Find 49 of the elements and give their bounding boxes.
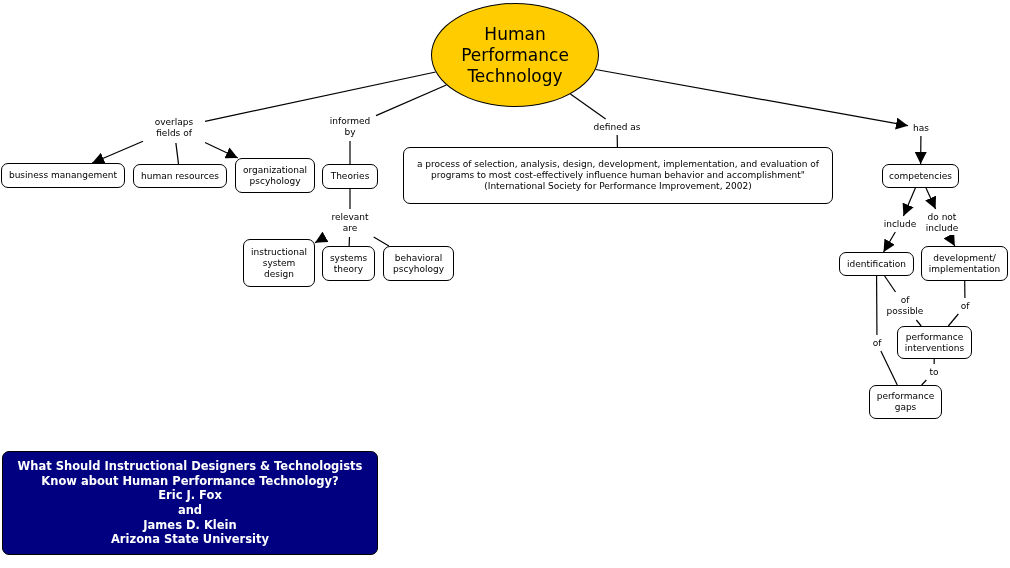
arrow	[204, 142, 239, 159]
connector-line	[921, 379, 927, 386]
concept-box: systems theory	[322, 246, 375, 281]
concept-box: competencies	[882, 164, 959, 188]
link-phrase: include	[882, 218, 918, 230]
connector-line	[915, 319, 922, 327]
connector-line	[349, 188, 351, 210]
connector-line	[947, 313, 959, 327]
definition-box: a process of selection, analysis, design, development, implementation, and evaluation of programs to most cost-effectively influence human behavior and accomplishment" (International Society for Performance Improvement, 2002)	[403, 147, 833, 204]
link-phrase: to	[928, 366, 940, 378]
title-line: James D. Klein	[143, 517, 237, 533]
connector-line	[880, 350, 898, 386]
arrow	[925, 187, 937, 210]
connector-line	[204, 71, 437, 122]
arrow	[595, 68, 909, 130]
connector-line	[933, 358, 935, 365]
connector-line	[569, 93, 607, 120]
arrow	[91, 140, 144, 164]
connector-line	[375, 84, 447, 117]
arrow	[882, 231, 896, 253]
connector-line	[884, 275, 897, 293]
link-phrase: of	[871, 337, 883, 349]
title-line: Eric J. Fox	[158, 488, 222, 503]
concept-box: instructional system design	[243, 239, 315, 287]
concept-box: behavioral pscyhology	[383, 246, 454, 281]
concept-box: development/ implementation	[921, 246, 1008, 281]
arrow	[902, 187, 916, 217]
link-phrase: has	[910, 122, 932, 134]
arrow	[914, 135, 927, 165]
concept-box: Theories	[322, 164, 378, 189]
link-phrase: of	[959, 300, 971, 312]
title-line: and	[177, 503, 203, 518]
title-box	[2, 451, 378, 555]
connector-line	[349, 140, 351, 165]
connector-line	[876, 275, 878, 336]
title-line: What Should Instructional Designers & Technologists Know about Human Performance Technology?	[16, 459, 364, 489]
concept-ellipse: Human Performance Technology	[431, 3, 599, 107]
connector-line	[348, 236, 351, 247]
concept-box: performance interventions	[897, 326, 972, 359]
concept-box: identification	[839, 252, 914, 276]
concept-box: performance gaps	[869, 385, 942, 419]
arrow	[314, 231, 329, 244]
concept-box: human resources	[133, 164, 227, 188]
concept-box: organizational pscyhology	[235, 158, 315, 193]
title-line: Arizona State University	[110, 532, 270, 547]
connector-line	[964, 280, 966, 299]
connector-line	[175, 142, 180, 165]
concept-box: business manangement	[1, 163, 125, 188]
connector-line	[373, 236, 390, 247]
